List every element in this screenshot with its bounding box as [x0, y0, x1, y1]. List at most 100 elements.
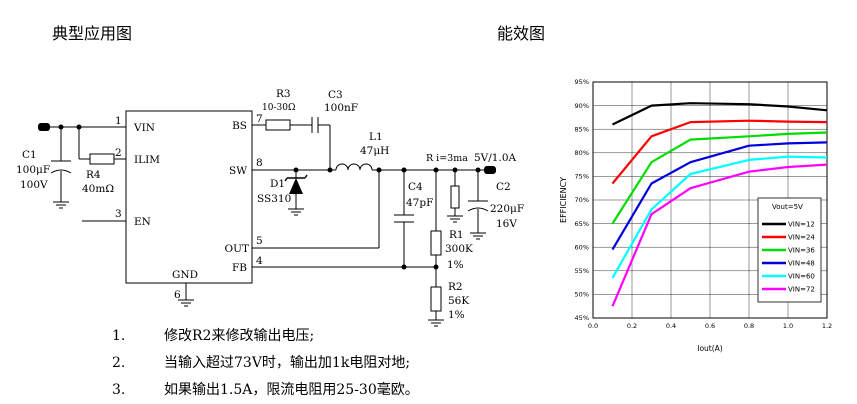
note-text: 当输入超过73V时，输出加1k电阻对地; — [164, 355, 411, 371]
series-line — [611, 163, 828, 307]
r2-resistor — [430, 286, 442, 312]
y-tick-label: 70% — [575, 196, 589, 204]
c4-name: C4 — [408, 181, 423, 193]
c2-value: 220μF — [490, 203, 524, 215]
y-tick-label: 45% — [575, 314, 589, 322]
pin-vin-label: VIN — [133, 122, 155, 134]
pin-number: 2 — [115, 147, 122, 159]
legend-entry: VIN=24 — [788, 234, 815, 242]
y-tick-label: 55% — [575, 267, 589, 275]
y-tick-label: 95% — [575, 78, 589, 86]
y-tick-label: 60% — [575, 243, 589, 251]
pin-number: 6 — [174, 289, 181, 301]
r2-name: R2 — [448, 281, 463, 293]
c1-value: 100μF — [16, 164, 50, 176]
legend-title: Vout=5V — [772, 203, 803, 211]
schematic-diagram: VIN ILIM EN BS SW OUT FB GND 1 2 3 7 8 5… — [16, 88, 524, 327]
pin-out-label: OUT — [225, 243, 249, 255]
legend-entry: VIN=60 — [788, 273, 815, 281]
note-text: 修改R2来修改输出电压; — [164, 328, 315, 344]
r4-value: 40mΩ — [82, 183, 114, 195]
load-resistor — [450, 185, 460, 209]
c1-rating: 100V — [20, 179, 48, 191]
r1-resistor — [430, 230, 442, 256]
series-line — [611, 141, 828, 251]
y-axis-label: EFFICIENCY — [559, 177, 568, 223]
d1-diode — [284, 174, 308, 194]
pin-bs-label: BS — [232, 120, 247, 132]
legend-entry: VIN=36 — [788, 247, 815, 255]
load-label: R i=3ma — [426, 153, 468, 164]
pin-fb-label: FB — [232, 262, 247, 274]
y-tick-label: 80% — [575, 149, 589, 157]
l1-name: L1 — [369, 131, 383, 143]
y-tick-label: 50% — [575, 291, 589, 299]
note-number: 1. — [112, 328, 126, 344]
vin-terminal — [38, 123, 50, 131]
r1-value: 300K — [445, 243, 473, 255]
pin-en-label: EN — [134, 216, 151, 228]
y-tick-label: 65% — [575, 220, 589, 228]
y-tick-label: 75% — [575, 173, 589, 181]
pin-number: 3 — [115, 208, 122, 220]
pin-ilim-label: ILIM — [134, 154, 160, 166]
l1-inductor — [335, 163, 373, 171]
series-line — [612, 102, 828, 126]
series-line — [611, 119, 828, 185]
ic-body — [125, 110, 253, 284]
x-tick-label: 0.0 — [588, 322, 598, 330]
note-item: 2. 当输入超过73V时，输出加1k电阻对地; — [112, 352, 410, 372]
note-item: 3. 如果输出1.5A，限流电阻用25-30毫欧。 — [112, 379, 419, 399]
c2-name: C2 — [496, 181, 511, 193]
c1-name: C1 — [22, 149, 37, 161]
c3-value: 100nF — [324, 102, 358, 114]
application-heading: 典型应用图 — [52, 24, 133, 43]
pin-number: 4 — [256, 255, 263, 267]
x-tick-label: 0.6 — [705, 322, 715, 330]
pin-number: 5 — [256, 235, 263, 247]
note-text: 如果输出1.5A，限流电阻用25-30毫欧。 — [164, 382, 419, 398]
legend-entry: VIN=48 — [788, 260, 815, 268]
c4-value: 47pF — [406, 197, 433, 209]
r3-name: R3 — [276, 88, 291, 100]
d1-name: D1 — [270, 178, 285, 190]
pin-number: 7 — [256, 113, 263, 125]
x-tick-label: 1.2 — [822, 322, 832, 330]
vout-terminal — [484, 166, 496, 174]
series-line — [611, 155, 828, 279]
x-axis-label: Iout(A) — [697, 344, 723, 353]
r1-name: R1 — [449, 229, 464, 241]
l1-value: 47μH — [360, 145, 389, 157]
note-number: 3. — [112, 382, 126, 398]
c3-name: C3 — [328, 89, 343, 101]
x-tick-label: 1.0 — [783, 322, 793, 330]
r1-tolerance: 1% — [447, 259, 464, 271]
pin-gnd-label: GND — [172, 269, 198, 281]
y-tick-label: 85% — [575, 125, 589, 133]
note-number: 2. — [112, 355, 126, 371]
r2-value: 56K — [448, 295, 469, 307]
x-tick-label: 0.8 — [744, 322, 754, 330]
y-tick-label: 90% — [575, 102, 589, 110]
r3-resistor — [265, 119, 291, 131]
pin-number: 1 — [115, 115, 122, 127]
r3-value: 10-30Ω — [262, 103, 295, 113]
x-tick-label: 0.4 — [666, 322, 676, 330]
d1-value: SS310 — [257, 193, 291, 205]
legend-entry: VIN=72 — [788, 286, 815, 294]
note-item: 1. 修改R2来修改输出电压; — [112, 325, 314, 345]
output-label: 5V/1.0A — [474, 152, 516, 164]
legend-box — [757, 197, 822, 303]
plot-area — [592, 81, 828, 319]
ground-symbol — [53, 201, 486, 327]
efficiency-heading: 能效图 — [497, 24, 546, 43]
x-tick-label: 0.2 — [627, 322, 637, 330]
legend-entry: VIN=12 — [788, 221, 815, 229]
r2-tolerance: 1% — [448, 309, 465, 321]
pin-sw-label: SW — [229, 165, 247, 177]
c2-rating: 16V — [496, 218, 517, 230]
r4-name: R4 — [86, 169, 101, 181]
pin-number: 8 — [256, 157, 263, 169]
series-line — [611, 131, 828, 225]
r4-resistor — [89, 153, 115, 165]
